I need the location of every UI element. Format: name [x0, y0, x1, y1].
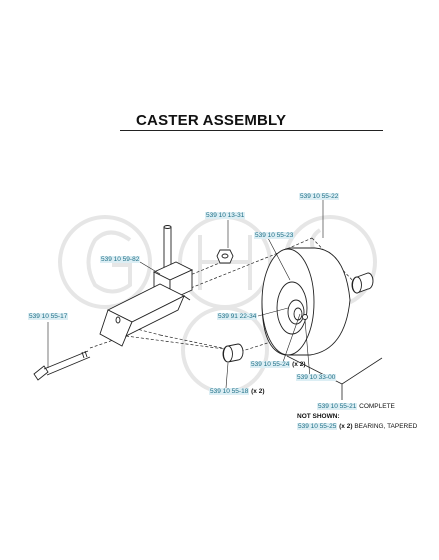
callout-bolt[interactable]: 539 10 55-17	[28, 313, 69, 321]
spacer-sleeve	[222, 343, 244, 363]
caster-fork	[99, 225, 194, 347]
not-shown-item[interactable]: 539 10 55-25 (x 2) BEARING, TAPERED	[297, 423, 417, 431]
part-number-tapered-bearing[interactable]: 539 10 55-25	[297, 423, 338, 430]
quantity-spacer: (x 2)	[251, 388, 265, 395]
callout-valve-stem[interactable]: 539 91 22-34	[217, 313, 258, 321]
part-number-complete[interactable]: 539 10 55-21	[317, 403, 358, 410]
part-number-nut[interactable]: 539 10 13-31	[205, 212, 246, 219]
callout-fork[interactable]: 539 10 59-82	[100, 256, 141, 264]
title-underline	[120, 130, 383, 131]
callout-spacer[interactable]: 539 10 55-18 (x 2)	[209, 388, 265, 396]
callout-bearing-inner[interactable]: 539 10 55-24 (x 2)	[250, 361, 306, 369]
part-number-spacer[interactable]: 539 10 55-18	[209, 388, 250, 395]
quantity-tapered-bearing: (x 2)	[339, 423, 353, 430]
not-shown-heading: NOT SHOWN:	[297, 413, 340, 420]
callout-wheel-hub[interactable]: 539 10 55-23	[254, 232, 295, 240]
part-number-axle-spacer[interactable]: 539 10 33-00	[296, 374, 337, 381]
page-title: CASTER ASSEMBLY	[136, 112, 287, 129]
part-number-valve-stem[interactable]: 539 91 22-34	[217, 313, 258, 320]
callout-nut[interactable]: 539 10 13-31	[205, 212, 246, 220]
callout-tire[interactable]: 539 10 55-22	[299, 193, 340, 201]
tire-wheel	[261, 247, 351, 356]
part-number-fork[interactable]: 539 10 59-82	[100, 256, 141, 263]
description-tapered-bearing: BEARING, TAPERED	[354, 423, 418, 430]
part-number-wheel-hub[interactable]: 539 10 55-23	[254, 232, 295, 239]
callout-axle-spacer[interactable]: 539 10 33-00	[296, 374, 337, 382]
bolt	[33, 350, 91, 381]
lock-nut	[216, 249, 234, 264]
part-number-bolt[interactable]: 539 10 55-17	[28, 313, 69, 320]
part-number-tire[interactable]: 539 10 55-22	[299, 193, 340, 200]
part-number-bearing-inner[interactable]: 539 10 55-24	[250, 361, 291, 368]
callout-complete[interactable]: 539 10 55-21 COMPLETE	[317, 403, 395, 411]
hub-cap	[351, 272, 374, 294]
leader-lines	[47, 200, 324, 389]
quantity-bearing-inner: (x 2)	[292, 361, 306, 368]
label-complete: COMPLETE	[359, 403, 395, 410]
